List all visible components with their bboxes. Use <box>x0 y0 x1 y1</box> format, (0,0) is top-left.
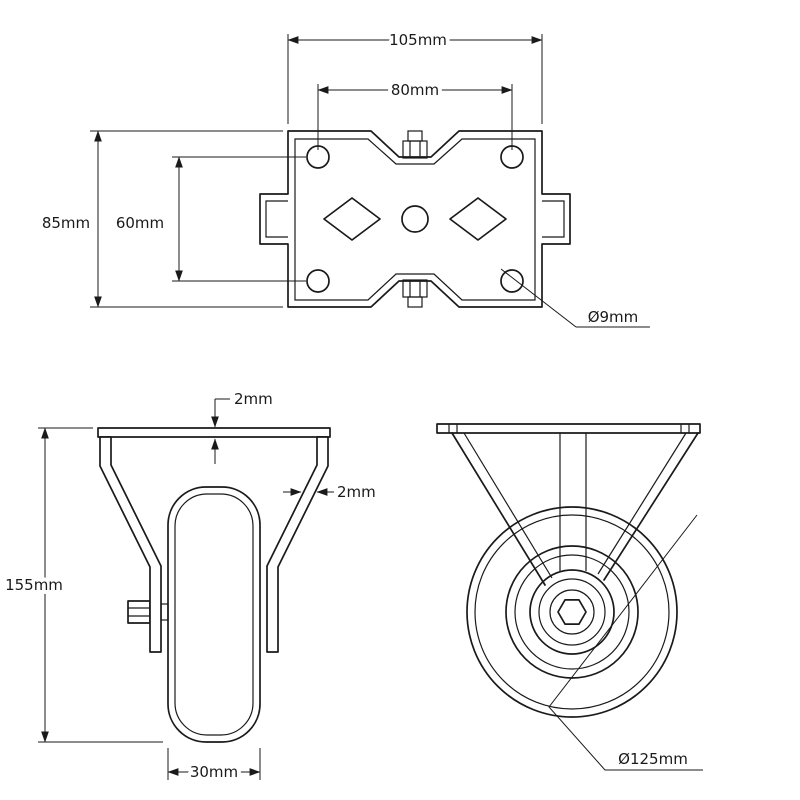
leader-hole-diameter: Ø9mm <box>500 268 650 328</box>
side-wheel <box>466 506 678 718</box>
top-bolt <box>402 130 428 159</box>
dim-label-overall-width: 105mm <box>389 31 447 49</box>
top-view: 105mm 80mm 85mm 60mm Ø9mm <box>42 27 650 328</box>
bottom-bolt <box>402 279 428 308</box>
dimension-60mm: 60mm <box>116 156 306 282</box>
front-wheel <box>167 486 261 743</box>
dim-label-overall-height: 155mm <box>5 576 63 594</box>
left-tab-line <box>265 200 288 238</box>
axle-nut <box>127 600 169 624</box>
dim-label-wheel-width: 30mm <box>190 763 238 781</box>
axle-hex-nut <box>557 599 587 625</box>
dimension-155mm: 155mm <box>1 427 163 743</box>
dimension-80mm: 80mm <box>317 77 513 150</box>
side-bracket <box>451 432 699 586</box>
dim-label-overall-depth: 85mm <box>42 214 90 232</box>
dim-label-plate-thickness: 2mm <box>234 390 273 408</box>
side-plate <box>436 423 701 434</box>
front-view: 2mm 2mm 155mm 30mm <box>1 390 376 785</box>
dimension-105mm: 105mm <box>287 27 543 124</box>
dimension-plate-thickness: 2mm <box>211 390 273 464</box>
leader-wheel-diameter: Ø125mm <box>548 514 703 772</box>
dimension-30mm: 30mm <box>167 748 261 785</box>
dimension-bracket-thickness: 2mm <box>283 483 376 501</box>
mounting-holes <box>306 145 524 293</box>
side-view: Ø125mm <box>436 423 703 772</box>
front-plate <box>97 427 331 438</box>
plate-inner-outline <box>294 138 536 301</box>
plate-outline <box>259 130 571 308</box>
dim-label-hole-diameter: Ø9mm <box>588 308 639 326</box>
right-tab-line <box>542 200 565 238</box>
dim-label-hole-spacing-y: 60mm <box>116 214 164 232</box>
plate-cutouts <box>323 197 507 241</box>
front-right-leg <box>266 436 329 653</box>
dim-label-bracket-thickness: 2mm <box>337 483 376 501</box>
dim-label-hole-spacing-x: 80mm <box>391 81 439 99</box>
dimension-85mm: 85mm <box>42 130 283 308</box>
dim-label-wheel-diameter: Ø125mm <box>618 750 688 768</box>
front-left-leg <box>99 436 162 653</box>
